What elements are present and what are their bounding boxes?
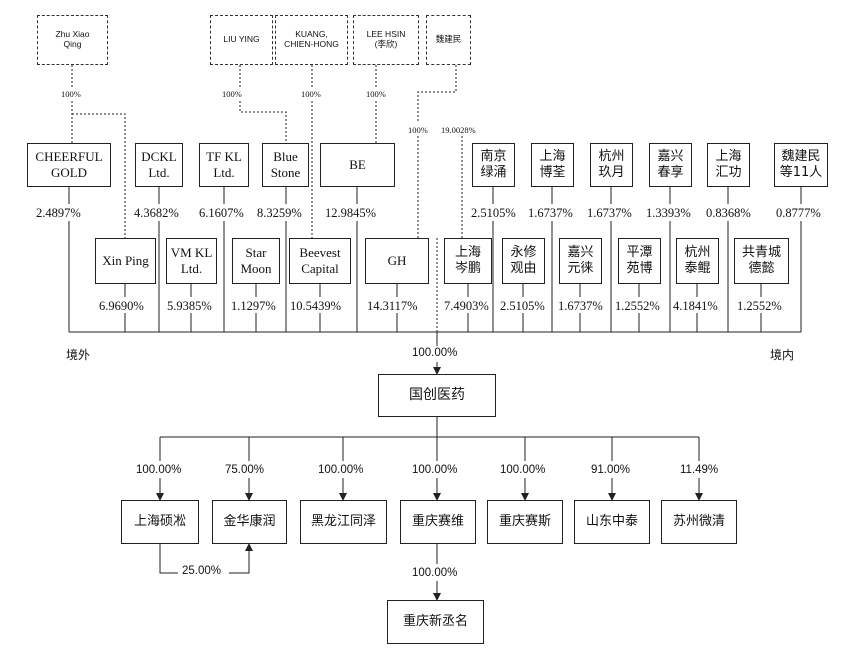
shareholder-yongxiu-guanyou: 永修 观由 — [502, 238, 545, 284]
pct-gh: 14.3117% — [367, 299, 418, 313]
subsidiary-jinhua-kangrun: 金华康润 — [212, 500, 287, 544]
pct-jiaxing-yuanlai: 1.6737% — [558, 299, 603, 313]
pct-sub-suzhou-weiqing: 11.49% — [680, 464, 719, 476]
pct-beevest-capital: 10.5439% — [290, 299, 342, 313]
subsidiary-chongqing-saisi: 重庆赛斯 — [487, 500, 563, 544]
pct-cross-shuosong-kangrun: 25.00% — [182, 565, 222, 577]
shareholder-dckl: DCKL Ltd. — [135, 143, 183, 187]
individual-wei-jianmin: 魏建民 — [426, 15, 471, 65]
pct-cheerful-gold: 2.4897% — [36, 206, 81, 220]
shareholder-hangzhou-taikun: 杭州 泰鲲 — [676, 238, 719, 284]
pct-grandchild: 100.00% — [412, 567, 458, 579]
pct-wei-jianmin-11: 0.8777% — [776, 206, 821, 220]
pct-hangzhou-jiuyue: 1.6737% — [587, 206, 632, 220]
subsidiary-shandong-zhongtai: 山东中泰 — [574, 500, 650, 544]
shareholder-star-moon: Star Moon — [232, 238, 280, 284]
shareholder-jiaxing-yuanlai: 嘉兴 元徕 — [559, 238, 602, 284]
shareholder-pingtan-yuanbo: 平潭 苑博 — [618, 238, 661, 284]
shareholder-gh: GH — [365, 238, 429, 284]
pct-zhu-cheerful: 100% — [61, 89, 81, 99]
shareholder-hangzhou-jiuyue: 杭州 玖月 — [590, 143, 633, 187]
individual-liu-ying: LIU YING — [210, 15, 273, 65]
pct-xin-ping: 6.9690% — [99, 299, 144, 313]
pct-nanjing-lvyong: 2.5105% — [471, 206, 516, 220]
connector-cross-b — [229, 543, 253, 574]
pct-jiaxing-chunxiang: 1.3393% — [646, 206, 691, 220]
region-overseas-label: 境外 — [66, 348, 91, 362]
shareholder-xin-ping: Xin Ping — [95, 238, 156, 284]
subsidiary-suzhou-weiqing: 苏州微清 — [661, 500, 737, 544]
company-guochuang-yiyao: 国创医药 — [378, 374, 496, 417]
connector-liu-bluestone-b — [239, 101, 287, 143]
pct-blue-stone: 8.3259% — [257, 206, 302, 220]
shareholder-shanghai-boquan: 上海 博荃 — [531, 143, 574, 187]
pct-lee-be: 100% — [366, 89, 386, 99]
pct-wei-gh: 100% — [408, 125, 428, 135]
connector-wei-top — [417, 65, 457, 123]
pct-sub-jinhua-kangrun: 75.00% — [225, 464, 265, 476]
shareholder-shanghai-huigong: 上海 汇功 — [707, 143, 750, 187]
pct-kuang-beevest: 100% — [301, 89, 321, 99]
shareholder-nanjing-lvyong: 南京 绿涌 — [472, 143, 515, 187]
pct-sub-shandong-zhongtai: 91.00% — [591, 464, 631, 476]
shareholder-vm-kl: VM KL Ltd. — [166, 238, 217, 284]
pct-be: 12.9845% — [325, 206, 377, 220]
region-domestic-label: 境内 — [770, 348, 795, 362]
pct-vm-kl: 5.9385% — [167, 299, 212, 313]
pct-sub-heilongjiang-tongze: 100.00% — [318, 464, 364, 476]
shareholder-gongqingcheng-deyi: 共青城 德懿 — [734, 238, 789, 284]
shareholder-be: BE — [320, 143, 395, 187]
individual-zhu-xiao-qing: Zhu Xiao Qing — [37, 15, 108, 65]
pct-wei-cenpeng: 19.0028% — [441, 125, 476, 135]
subsidiary-heilongjiang-tongze: 黑龙江同泽 — [300, 500, 387, 544]
shareholder-jiaxing-chunxiang: 嘉兴 春享 — [649, 143, 692, 187]
pct-gongqingcheng-deyi: 1.2552% — [737, 299, 782, 313]
shareholder-tf-kl: TF KL Ltd. — [199, 143, 249, 187]
pct-star-moon: 1.1297% — [231, 299, 276, 313]
connector-zhu-xinping — [72, 113, 126, 238]
shareholder-cheerful-gold: CHEERFUL GOLD — [27, 143, 111, 187]
connector-cross — [159, 544, 178, 574]
pct-tf-kl: 6.1607% — [199, 206, 244, 220]
pct-liu-bluestone: 100% — [222, 89, 242, 99]
shareholder-beevest-capital: Beevest Capital — [289, 238, 351, 284]
shareholder-wei-jianmin-11: 魏建民 等11人 — [774, 143, 828, 187]
pct-sub-chongqing-saisi: 100.00% — [500, 464, 546, 476]
subsidiary-shanghai-shuosong: 上海硕凇 — [121, 500, 199, 544]
pct-pingtan-yuanbo: 1.2552% — [615, 299, 660, 313]
individual-lee-hsin: LEE HSIN (李欣) — [353, 15, 419, 65]
pct-sub-chongqing-saiwei: 100.00% — [412, 464, 458, 476]
pct-dckl: 4.3682% — [134, 206, 179, 220]
individual-kuang-chien-hong: KUANG, CHIEN-HONG — [275, 15, 348, 65]
pct-shanghai-huigong: 0.8368% — [706, 206, 751, 220]
pct-shanghai-cenpeng: 7.4903% — [444, 299, 489, 313]
company-chongqing-xinchengming: 重庆新丞名 — [387, 600, 484, 644]
subsidiary-chongqing-saiwei: 重庆赛维 — [400, 500, 476, 544]
pct-yongxiu-guanyou: 2.5105% — [500, 299, 545, 313]
shareholder-blue-stone: Blue Stone — [262, 143, 309, 187]
pct-sub-shanghai-shuosong: 100.00% — [136, 464, 182, 476]
pct-center-total: 100.00% — [412, 347, 458, 359]
shareholder-shanghai-cenpeng: 上海 岑鹏 — [444, 238, 492, 284]
pct-hangzhou-taikun: 4.1841% — [673, 299, 718, 313]
pct-shanghai-boquan: 1.6737% — [528, 206, 573, 220]
